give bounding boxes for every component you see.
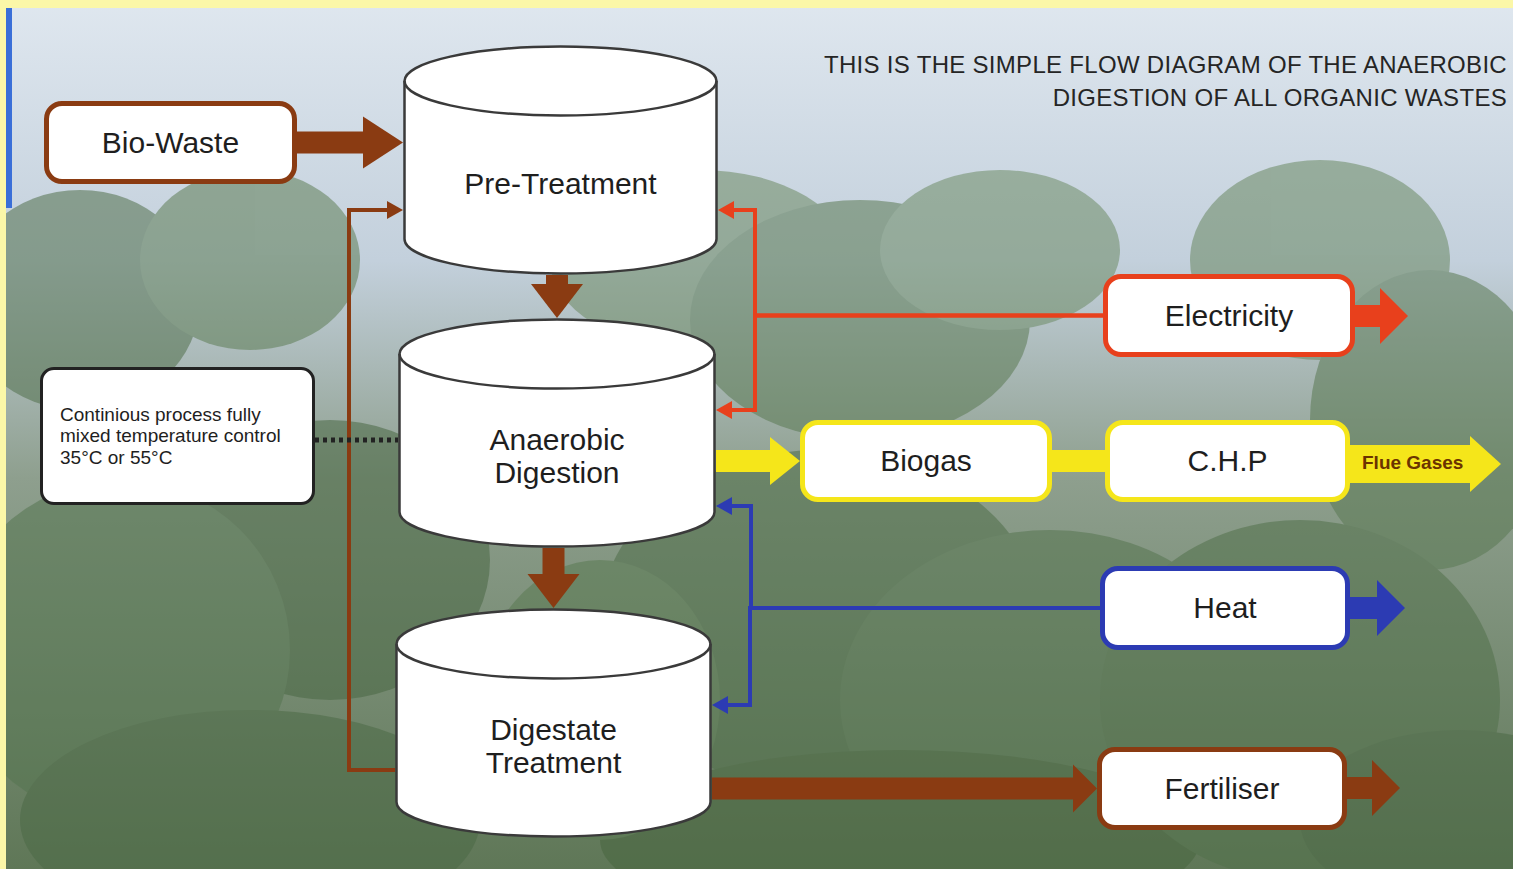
node-label: Continious process fully mixed temperatu… <box>60 404 295 468</box>
flow-connector <box>531 275 583 318</box>
node-label: Fertiliser <box>1164 772 1279 806</box>
flow-connector <box>716 497 1100 608</box>
process-cylinder: Pre-Treatment <box>403 45 718 275</box>
cylinder-outline <box>403 45 718 275</box>
process-cylinder: Anaerobic Digestion <box>398 318 716 548</box>
node-label: Electricity <box>1165 299 1293 333</box>
node-label: Anaerobic Digestion <box>442 423 672 490</box>
product-box: C.H.P <box>1105 420 1350 502</box>
process-cylinder: Digestate Treatment <box>395 608 712 838</box>
output-arrow <box>1345 760 1400 816</box>
node-label: Pre-Treatment <box>464 167 656 201</box>
flow-connector <box>712 765 1097 813</box>
flow-connector <box>716 437 800 485</box>
flow-connector <box>528 548 580 608</box>
flow-connector <box>1052 461 1105 462</box>
input-box: Bio-Waste <box>44 101 297 184</box>
node-label: Digestate Treatment <box>439 713 669 780</box>
output-arrow <box>1348 580 1405 636</box>
flow-connector <box>716 316 1103 420</box>
node-label: C.H.P <box>1187 444 1267 478</box>
node-label: Biogas <box>880 444 972 478</box>
note-box: Continious process fully mixed temperatu… <box>40 367 315 505</box>
flue-gas-arrow <box>1348 436 1501 492</box>
product-box: Biogas <box>800 420 1052 502</box>
output-box: Fertiliser <box>1097 747 1347 830</box>
diagram-title: THIS IS THE SIMPLE FLOW DIAGRAM OF THE A… <box>807 48 1507 114</box>
flow-connector <box>349 201 403 770</box>
flow-connector <box>718 201 1103 316</box>
flow-connector <box>315 440 398 441</box>
node-label: Bio-Waste <box>102 126 239 160</box>
flow-connector <box>712 608 1100 714</box>
flow-connector <box>297 117 403 169</box>
output-arrow <box>1353 288 1408 344</box>
node-label: Heat <box>1193 591 1256 625</box>
output-box: Heat <box>1100 566 1350 650</box>
output-box: Electricity <box>1103 274 1355 357</box>
flow-label: Flue Gases <box>1362 452 1463 474</box>
